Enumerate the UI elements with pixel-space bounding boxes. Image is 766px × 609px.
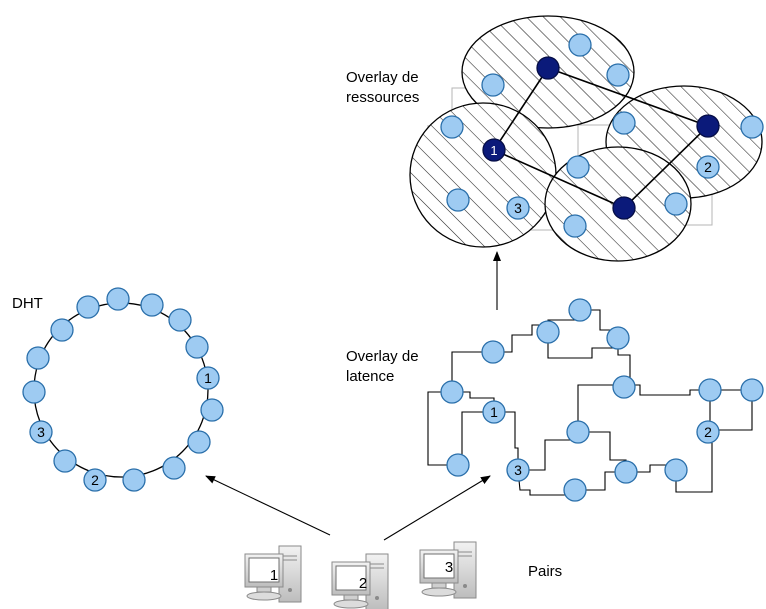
pairs-label: Pairs <box>528 563 562 580</box>
latency-node <box>440 380 464 404</box>
arrow-peers-to-latency <box>383 475 491 541</box>
dht-node-number-1: 1 <box>204 370 212 386</box>
dht-node <box>29 420 53 444</box>
latency-overlay: Overlay de latence <box>346 298 764 502</box>
peer-computer-2: 2 <box>331 553 389 609</box>
dht-ring: DHT 1 2 3 <box>12 287 224 492</box>
resource-node <box>606 63 630 87</box>
latency-node <box>740 378 764 402</box>
resource-node <box>740 115 764 139</box>
dht-node <box>106 287 130 311</box>
dht-label: DHT <box>12 295 43 312</box>
dht-node-number-2: 2 <box>91 472 99 488</box>
resource-node <box>506 196 530 220</box>
latency-node <box>566 420 590 444</box>
resource-overlay-label-line1: Overlay de <box>346 69 419 86</box>
dht-node-number-3: 3 <box>37 424 45 440</box>
peer-label: 3 <box>445 559 453 576</box>
latency-node-number-1: 1 <box>490 404 498 420</box>
dht-node <box>83 468 107 492</box>
resource-node <box>563 214 587 238</box>
computer-icon <box>244 545 302 603</box>
resource-node <box>440 115 464 139</box>
resource-node-number-2: 2 <box>704 159 712 175</box>
latency-node <box>563 478 587 502</box>
dht-node <box>185 335 209 359</box>
resource-node <box>566 155 590 179</box>
arrow-peers-to-dht <box>205 475 331 536</box>
computer-icon <box>419 541 477 599</box>
latency-node <box>506 458 530 482</box>
dht-node <box>76 295 100 319</box>
dht-node <box>122 468 146 492</box>
latency-node-number-2: 2 <box>704 424 712 440</box>
latency-node <box>481 340 505 364</box>
dht-node <box>162 456 186 480</box>
dht-node <box>200 398 224 422</box>
dht-node <box>53 449 77 473</box>
dht-node <box>187 430 211 454</box>
latency-node <box>696 420 720 444</box>
resource-cluster-left <box>409 102 557 248</box>
resource-representative-node <box>482 138 506 162</box>
latency-node <box>606 326 630 350</box>
dht-node <box>168 308 192 332</box>
dht-node <box>196 366 220 390</box>
latency-nodes <box>440 298 764 502</box>
latency-node <box>612 375 636 399</box>
latency-node <box>482 400 506 424</box>
resource-node <box>696 155 720 179</box>
arrows <box>205 251 501 541</box>
peers: 1 2 <box>244 541 562 609</box>
latency-overlay-label-line2: latence <box>346 368 394 385</box>
resource-node-number-1: 1 <box>490 143 497 158</box>
peer-label: 1 <box>270 567 278 584</box>
dht-nodes <box>22 287 224 492</box>
latency-node <box>614 460 638 484</box>
peer-computer-3: 3 <box>419 541 477 599</box>
latency-links <box>427 309 753 496</box>
dht-node <box>26 346 50 370</box>
latency-node <box>664 458 688 482</box>
latency-overlay-label-line1: Overlay de <box>346 348 419 365</box>
computer-icon <box>331 553 389 609</box>
latency-node <box>536 320 560 344</box>
resource-node <box>481 73 505 97</box>
latency-node <box>568 298 592 322</box>
peer-computer-1: 1 <box>244 545 302 603</box>
resource-node <box>612 111 636 135</box>
resource-node <box>664 192 688 216</box>
representative-links <box>493 67 709 209</box>
resource-representative-node <box>536 56 560 80</box>
dht-node <box>22 380 46 404</box>
dht-node <box>50 318 74 342</box>
peer-label: 2 <box>359 575 367 592</box>
resource-overlay-label-line2: ressources <box>346 89 419 106</box>
dht-node <box>140 293 164 317</box>
resource-representative-node <box>696 114 720 138</box>
resource-nodes <box>440 33 764 238</box>
resource-representative-node <box>612 196 636 220</box>
latency-node <box>698 378 722 402</box>
latency-node-number-3: 3 <box>514 462 522 478</box>
resource-node <box>568 33 592 57</box>
resource-node <box>446 188 470 212</box>
resource-overlay: Overlay de ressources <box>346 15 764 262</box>
resource-node-number-3: 3 <box>514 200 522 216</box>
latency-node <box>446 453 470 477</box>
